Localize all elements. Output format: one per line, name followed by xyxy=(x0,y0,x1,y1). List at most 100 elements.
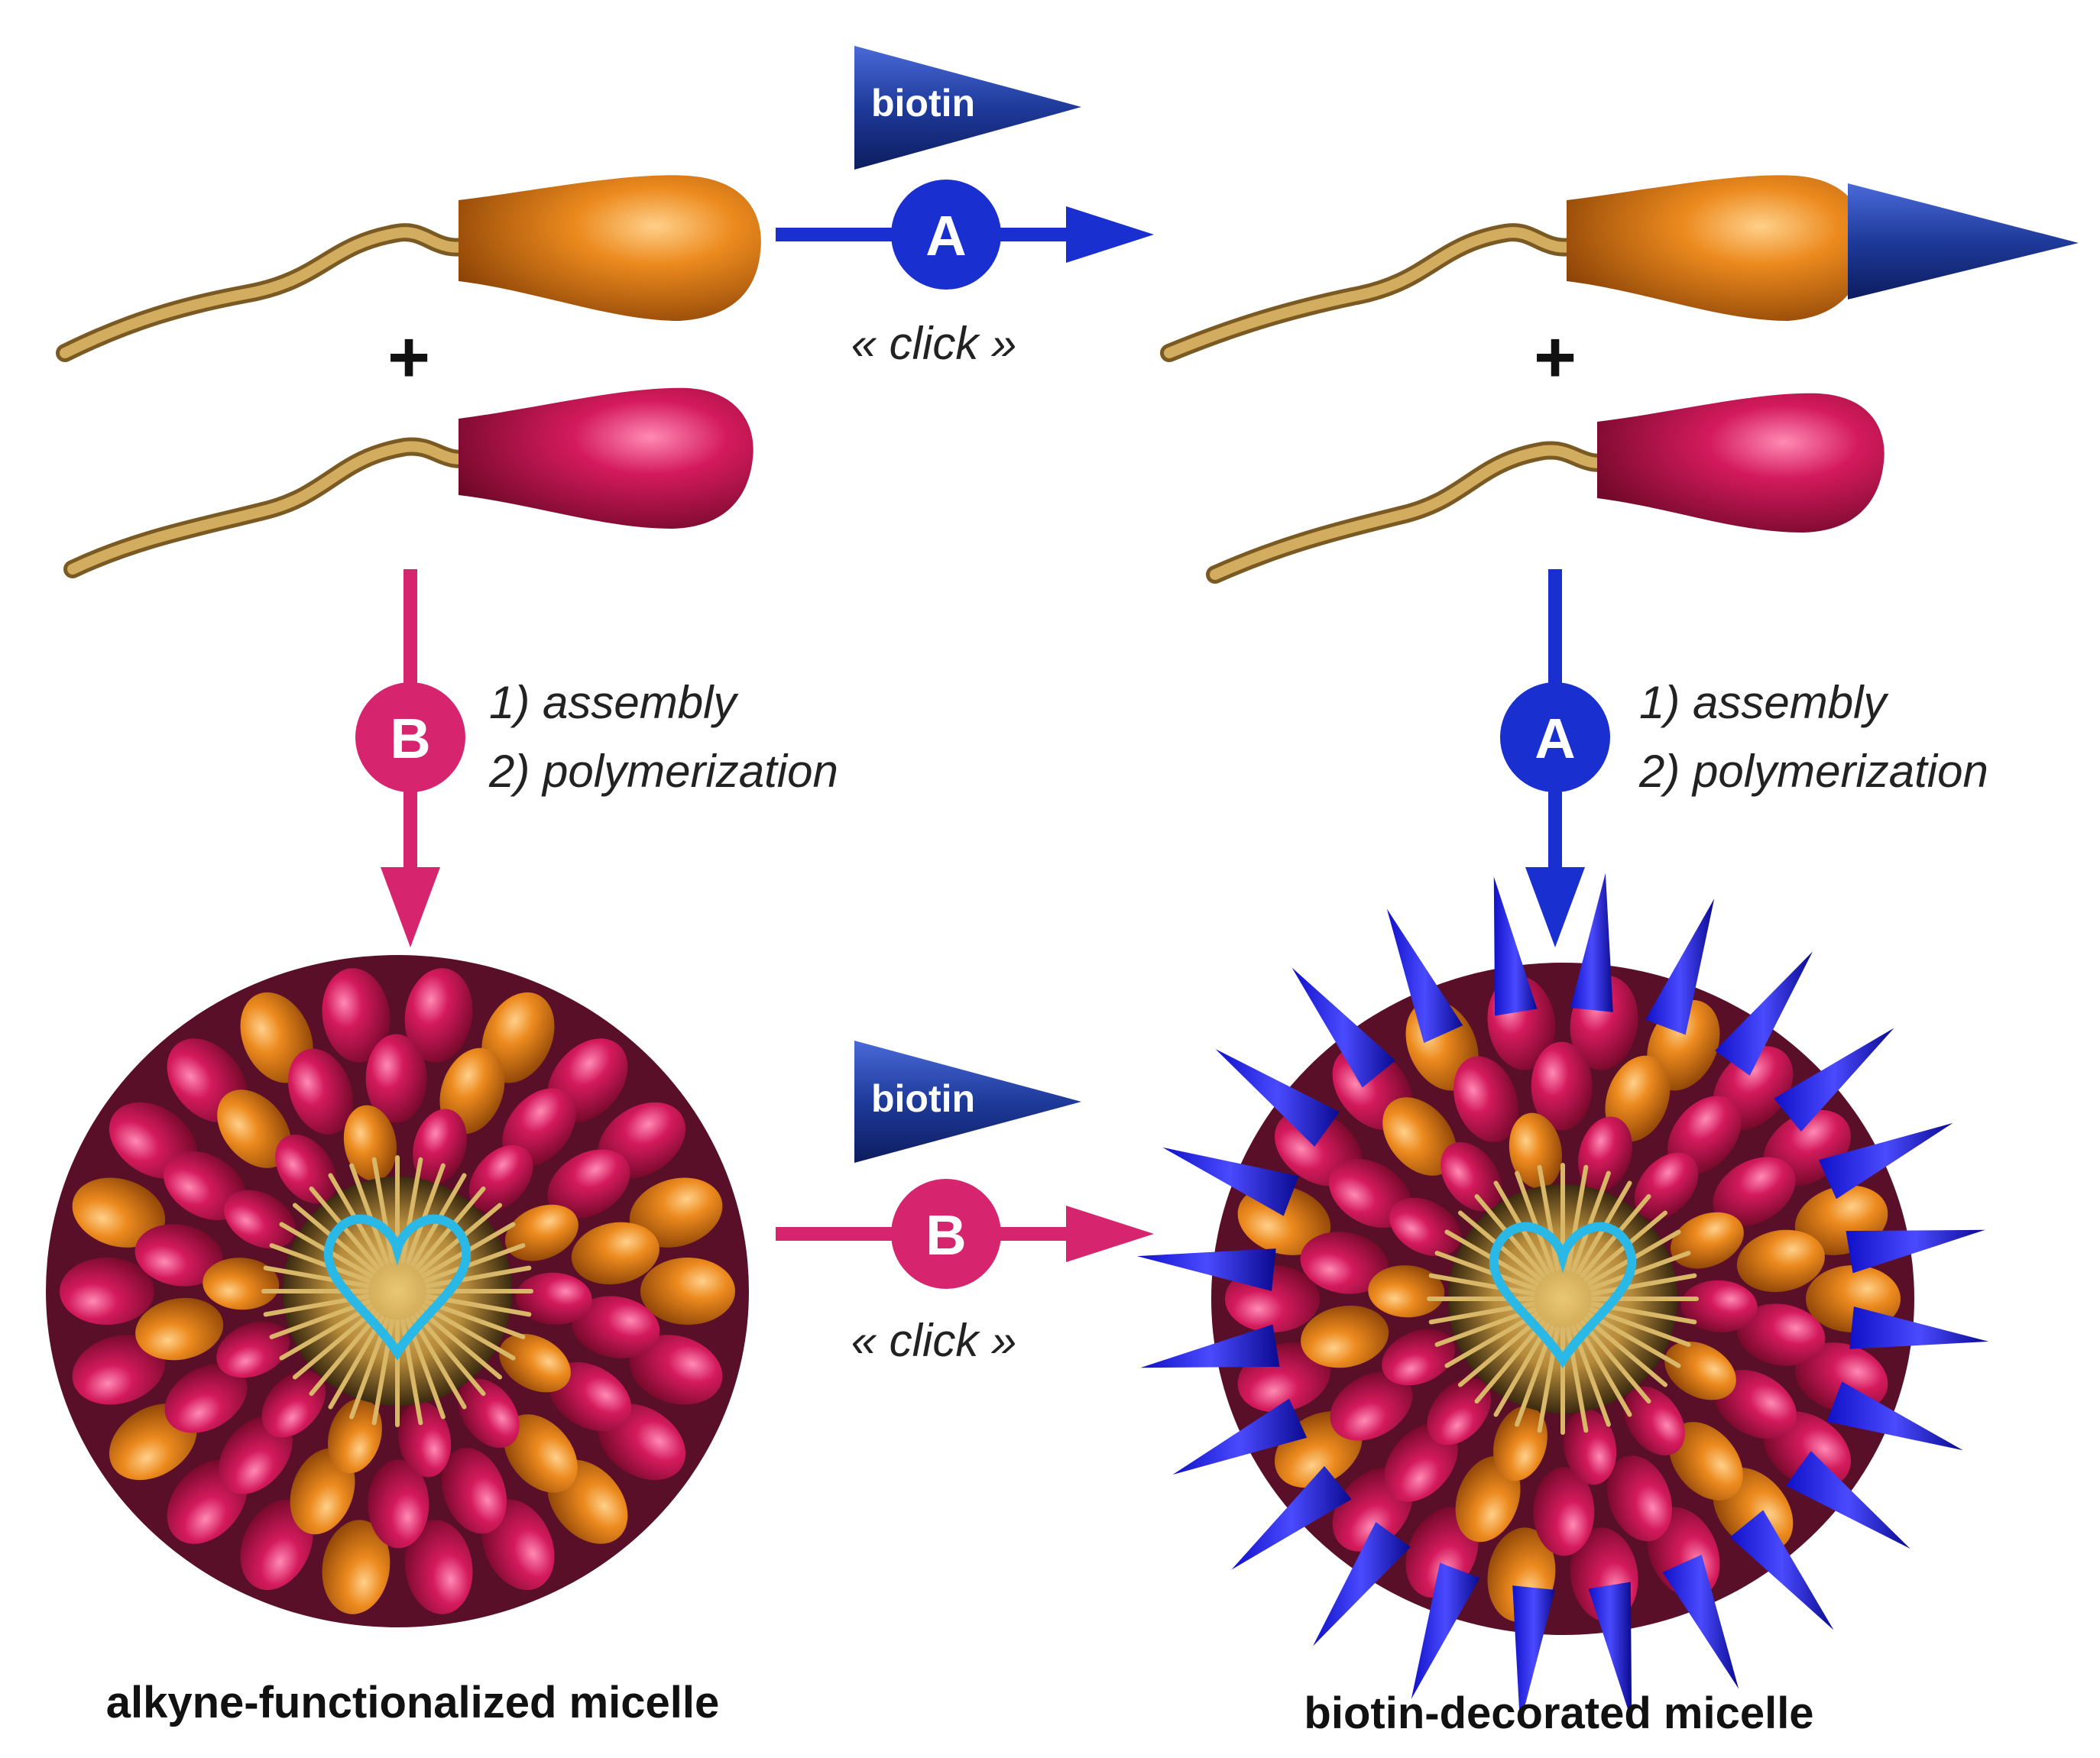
micelle-head xyxy=(499,1333,571,1393)
micelle-head xyxy=(135,1297,224,1361)
biotin-spike xyxy=(1493,876,1538,1016)
micelle-head xyxy=(1427,1378,1492,1446)
biotin-spike xyxy=(1729,1510,1834,1630)
step-b-badge-bottom: B xyxy=(925,1203,966,1267)
biotin-spike xyxy=(1570,873,1613,1012)
assembly-label-left: 1) assembly xyxy=(489,677,739,728)
step-a-badge-vertical: A xyxy=(1534,707,1575,770)
micelle-head xyxy=(224,1190,296,1249)
micelle-head xyxy=(164,1364,248,1433)
micelle-tail xyxy=(1434,1251,1537,1291)
micelle-head xyxy=(572,1296,660,1358)
biotin-spike xyxy=(1291,967,1396,1088)
micelle-tail xyxy=(1586,1312,1681,1368)
micelle-tail xyxy=(423,1243,526,1284)
micelle-head xyxy=(1669,1422,1743,1501)
micelle-head xyxy=(290,1448,355,1535)
micelle-tail xyxy=(1590,1273,1697,1297)
biotin-spike xyxy=(1715,951,1813,1076)
biotin-spike xyxy=(1786,1451,1910,1549)
click-label-top: « click » xyxy=(851,318,1017,369)
micelle-head xyxy=(1330,1371,1413,1441)
micelle-head xyxy=(1509,1112,1563,1189)
micelle-tail xyxy=(279,1304,374,1361)
plus-sign-left: + xyxy=(387,316,430,398)
biotin-spike xyxy=(1662,1554,1739,1689)
arrow-route-a-top: A xyxy=(776,180,1154,290)
micelle-tail xyxy=(1434,1306,1537,1347)
step-a-badge-top: A xyxy=(925,204,966,267)
caption-right-micelle: biotin-decorated micelle xyxy=(1304,1688,1813,1738)
caption-left-micelle: alkyne-functionalized micelle xyxy=(106,1678,720,1727)
biotin-spike xyxy=(1386,908,1463,1044)
micelle-head xyxy=(343,1105,397,1181)
biotin-decorated-micelle xyxy=(1136,873,1989,1725)
micelle-head xyxy=(468,1144,533,1212)
micelle-head xyxy=(1680,1280,1758,1332)
micelle-tail xyxy=(1428,1273,1535,1297)
micelle-head xyxy=(322,968,391,1063)
micelle-head xyxy=(1493,1406,1547,1481)
amphiphile-magenta-right xyxy=(1206,393,1884,584)
micelle-head xyxy=(322,1520,391,1614)
micelle-head xyxy=(404,968,473,1063)
micelle-head xyxy=(1623,1386,1685,1455)
biotin-spike xyxy=(1140,1324,1280,1368)
micelle-tail xyxy=(328,1315,384,1410)
micelle-tail xyxy=(1570,1170,1611,1273)
biotin-spike xyxy=(1162,1147,1299,1216)
micelle-head xyxy=(1578,1116,1632,1192)
micelle-head xyxy=(203,1258,280,1310)
micelle-head xyxy=(629,1335,723,1405)
biotin-label-bottom: biotin xyxy=(871,1077,975,1120)
micelle-tail xyxy=(423,1299,526,1339)
micelle-head xyxy=(1605,1055,1671,1142)
micelle-head xyxy=(60,1258,154,1325)
micelle-head xyxy=(504,1414,578,1493)
micelle-head xyxy=(1453,1056,1519,1142)
micelle-core-outline xyxy=(1489,1222,1637,1368)
micelle-head xyxy=(1300,1232,1389,1294)
biotin-spike xyxy=(1849,1306,1989,1349)
plus-sign-right: + xyxy=(1534,316,1577,398)
micelle-head xyxy=(288,1048,354,1135)
micelle-tail xyxy=(292,1308,377,1380)
biotin-spike xyxy=(1818,1122,1953,1200)
biotin-spike xyxy=(1774,1028,1894,1132)
micelle-tail xyxy=(1457,1316,1542,1387)
biotin-spike xyxy=(1136,1248,1276,1291)
micelle-head xyxy=(1389,1197,1461,1257)
micelle-head xyxy=(441,1448,507,1534)
micelle-tail xyxy=(309,1312,381,1397)
micelle-head xyxy=(439,1047,505,1135)
micelle-tail xyxy=(400,1157,423,1264)
amphiphile-orange-biotin-right xyxy=(1160,175,2079,362)
biotin-spike xyxy=(1512,1585,1555,1725)
micelle-tail xyxy=(1474,1319,1546,1404)
micelle-tail xyxy=(269,1299,371,1339)
biotin-spike xyxy=(1215,1048,1340,1147)
arrow-route-b-bottom: B xyxy=(776,1179,1154,1289)
micelle-head xyxy=(1664,1341,1736,1400)
micelle-head xyxy=(261,1370,326,1438)
arrow-route-a-vertical: A xyxy=(1500,569,1610,947)
biotin-spike xyxy=(1172,1398,1308,1475)
micelle-tail xyxy=(414,1312,486,1397)
micelle-head xyxy=(547,1149,630,1219)
micelle-head xyxy=(458,1378,520,1448)
micelle-head xyxy=(1301,1305,1389,1368)
micelle-head xyxy=(1533,1467,1595,1556)
micelle-head xyxy=(413,1109,467,1184)
micelle-tail xyxy=(1493,1323,1550,1417)
biotin-spike xyxy=(1231,1465,1352,1570)
micelle-head xyxy=(275,1135,337,1204)
biotin-spike xyxy=(1846,1229,1985,1274)
micelle-tail xyxy=(1537,1164,1560,1271)
micelle-head xyxy=(1531,1041,1593,1131)
micelle-tail xyxy=(1565,1164,1589,1271)
polymerization-label-right: 2) polymerization xyxy=(1638,746,1988,797)
micelle-head xyxy=(1737,1303,1826,1366)
micelle-head xyxy=(404,1520,473,1614)
micelle-tail xyxy=(1576,1323,1632,1417)
micelle-head xyxy=(571,1222,659,1285)
